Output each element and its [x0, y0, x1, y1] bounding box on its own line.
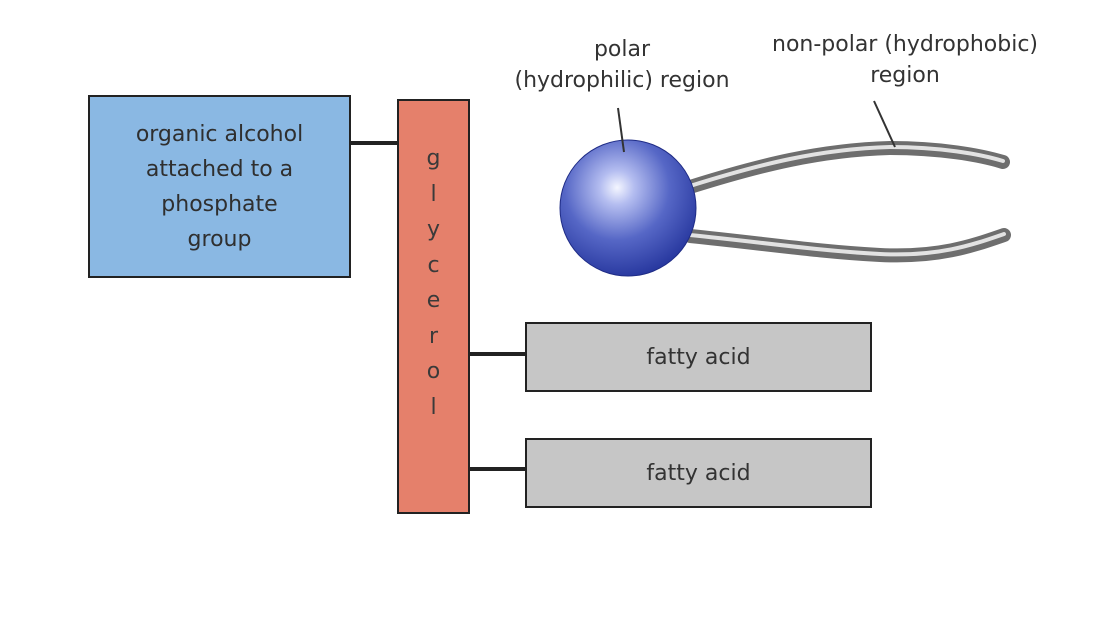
organic-alcohol-label-line: phosphate — [161, 191, 278, 217]
fatty-acid-label: fatty acid — [646, 344, 751, 370]
hydrophobic-tails — [683, 140, 1011, 263]
glycerol-letter: y — [426, 217, 441, 242]
glycerol-letter: e — [426, 288, 441, 313]
organic-alcohol-label-line: attached to a — [145, 156, 294, 182]
glycerol-letter: c — [427, 252, 440, 278]
polar-region-label: polar (hydrophilic) region — [492, 34, 752, 96]
fatty-acid-box: fatty acid — [525, 438, 872, 508]
organic-alcohol-label: organic alcohol attached to a phosphate … — [105, 117, 335, 257]
fatty-acid-box: fatty acid — [525, 322, 872, 392]
glycerol-letter: g — [426, 146, 441, 171]
upper-tail — [683, 140, 1010, 194]
glycerol-fatty-acid-connector — [470, 352, 525, 356]
polar-label-line: polar — [593, 37, 651, 62]
nonpolar-label-line: non-polar (hydrophobic) — [772, 32, 1038, 57]
nonpolar-label-line: region — [870, 63, 940, 88]
glycerol-letter: l — [430, 181, 437, 207]
organic-alcohol-phosphate-box: organic alcohol attached to a phosphate … — [88, 95, 351, 278]
glycerol-letter: l — [430, 394, 437, 420]
polar-label-leader — [617, 107, 625, 153]
polar-head — [559, 139, 697, 277]
nonpolar-label-leader — [873, 100, 896, 148]
glycerol-letter: r — [428, 323, 439, 349]
organic-alcohol-label-line: group — [187, 226, 252, 252]
glycerol-box: g l y c e r o l — [397, 99, 470, 514]
glycerol-letter: o — [426, 359, 441, 384]
polar-label-line: (hydrophilic) region — [514, 68, 730, 93]
nonpolar-region-label: non-polar (hydrophobic) region — [755, 29, 1055, 91]
glycerol-fatty-acid-connector — [470, 467, 525, 471]
alcohol-glycerol-connector — [351, 141, 397, 145]
organic-alcohol-label-line: organic alcohol — [135, 121, 304, 147]
fatty-acid-label: fatty acid — [646, 460, 751, 486]
